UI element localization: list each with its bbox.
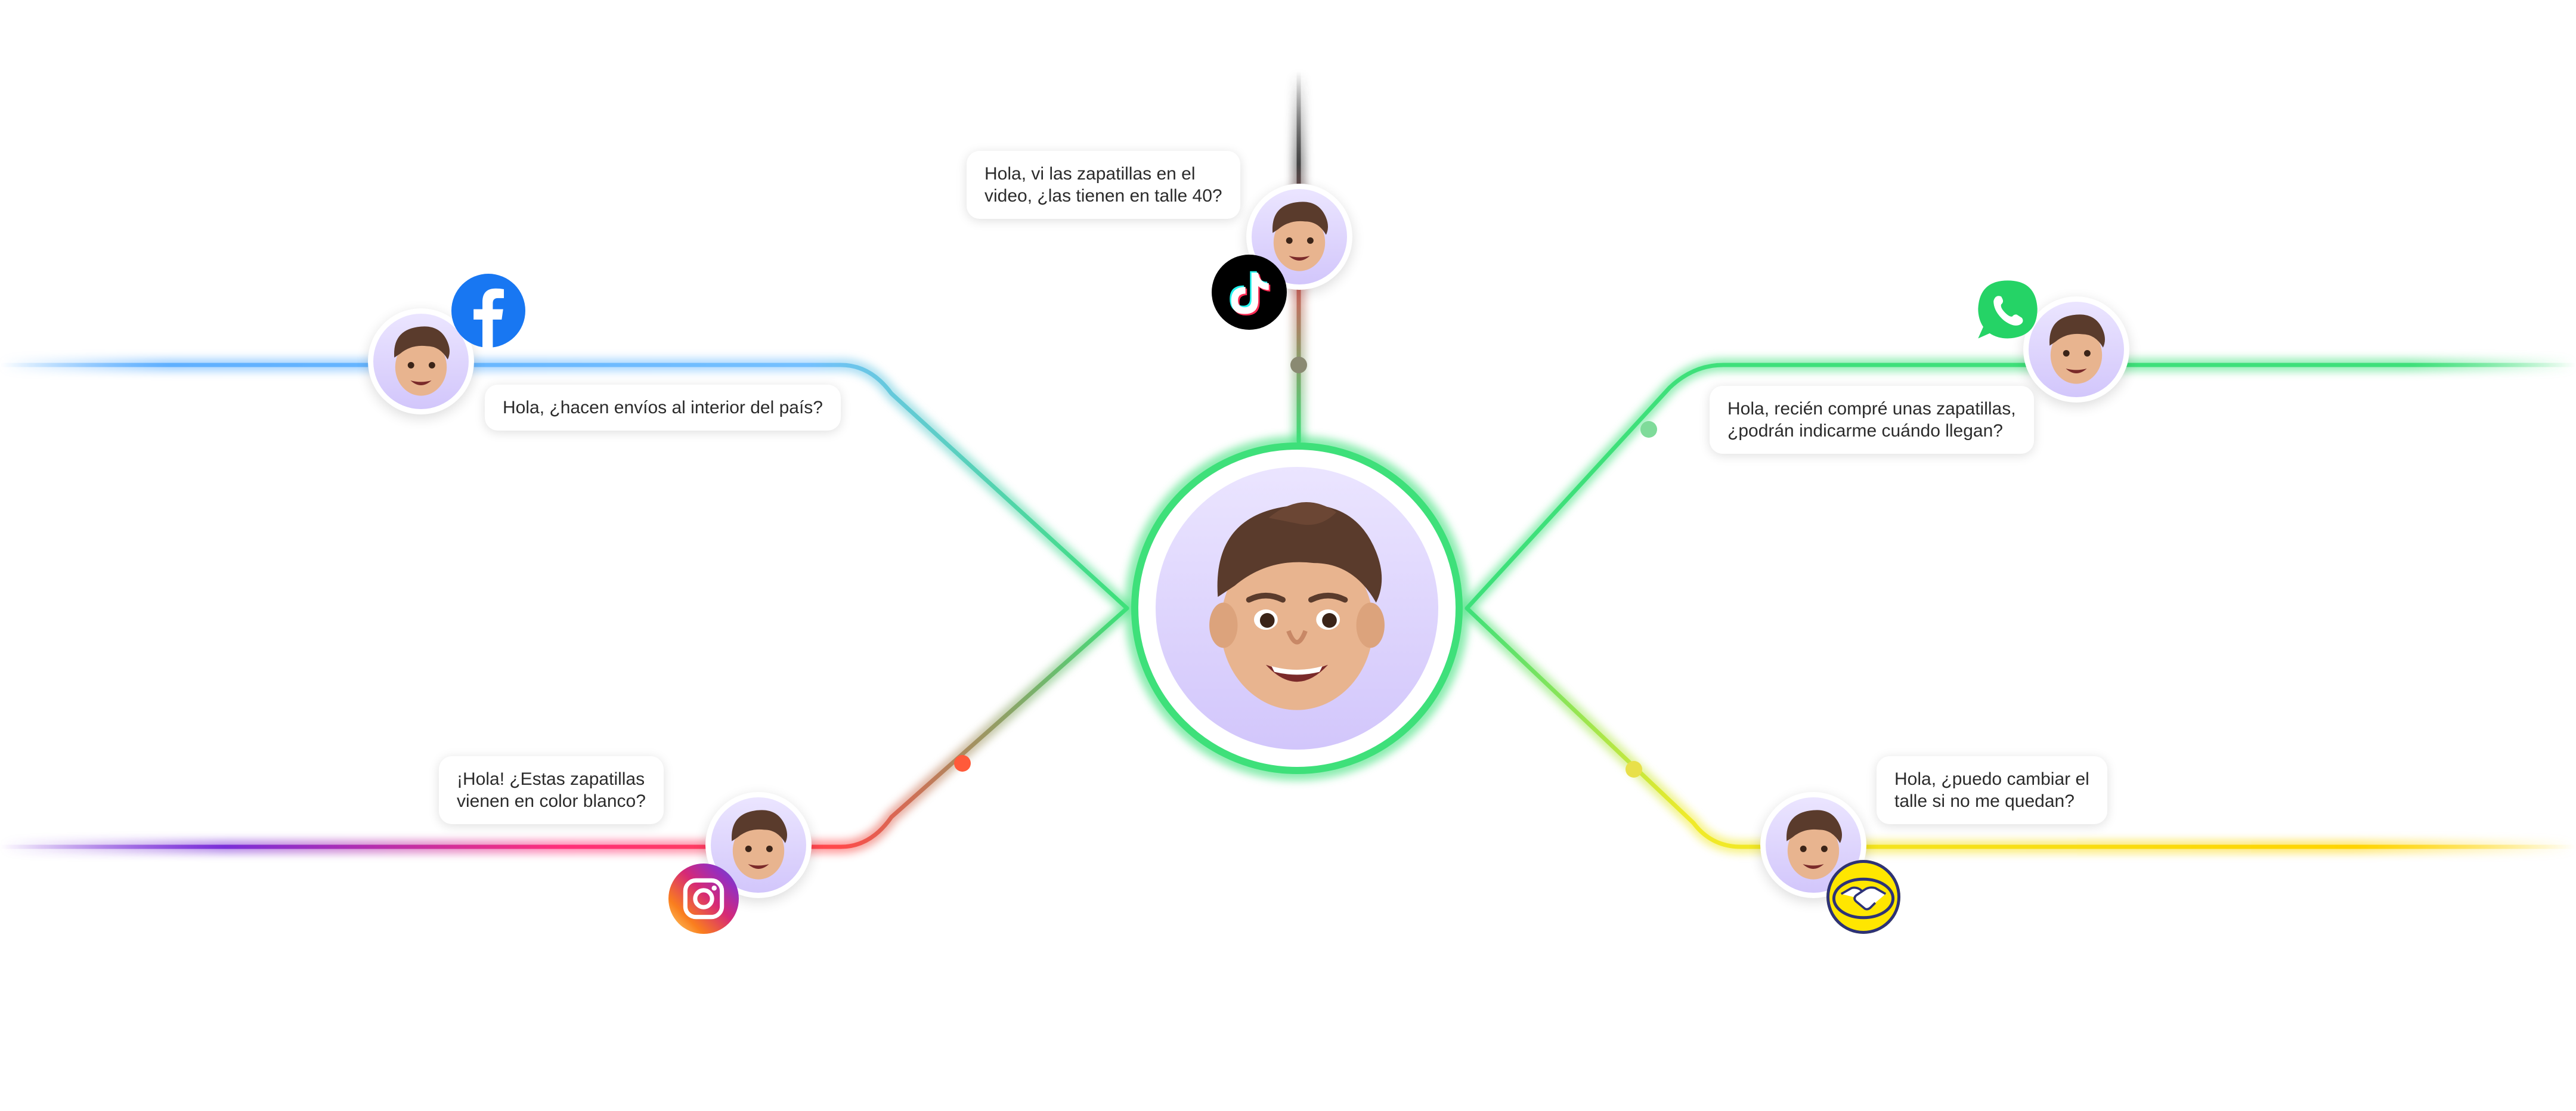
memoji-face-icon <box>731 810 787 880</box>
mercadolibre-junction-dot <box>1626 761 1642 778</box>
tiktok-message-bubble: Hola, vi las zapatillas en el video, ¿la… <box>967 151 1240 219</box>
mercadolibre-handshake-icon <box>1826 860 1900 934</box>
tiktok-icon <box>1212 255 1287 330</box>
tiktok-user-avatar[interactable] <box>1246 184 1352 290</box>
whatsapp-icon <box>1976 278 2040 342</box>
memoji-face-icon <box>1209 502 1385 710</box>
memoji-face-icon <box>394 326 450 396</box>
facebook-icon <box>451 274 525 348</box>
memoji-face-icon <box>2049 314 2105 384</box>
facebook-message-bubble: Hola, ¿hacen envíos al interior del país… <box>485 385 841 431</box>
hub-avatar <box>1156 467 1438 750</box>
memoji-face-icon <box>1272 202 1328 271</box>
facebook-user-avatar[interactable] <box>368 308 474 414</box>
instagram-junction-dot <box>954 755 971 772</box>
instagram-user-avatar[interactable] <box>705 792 812 898</box>
whatsapp-junction-dot <box>1640 421 1657 438</box>
mercadolibre-message-bubble: Hola, ¿puedo cambiar el talle si no me q… <box>1877 756 2107 824</box>
whatsapp-user-avatar[interactable] <box>2023 296 2129 403</box>
instagram-message-bubble: ¡Hola! ¿Estas zapatillas vienen en color… <box>439 756 664 824</box>
tiktok-junction-dot <box>1290 357 1307 373</box>
whatsapp-message-bubble: Hola, recién compré unas zapatillas, ¿po… <box>1710 386 2034 454</box>
memoji-face-icon <box>1786 810 1842 880</box>
instagram-icon <box>668 864 739 934</box>
